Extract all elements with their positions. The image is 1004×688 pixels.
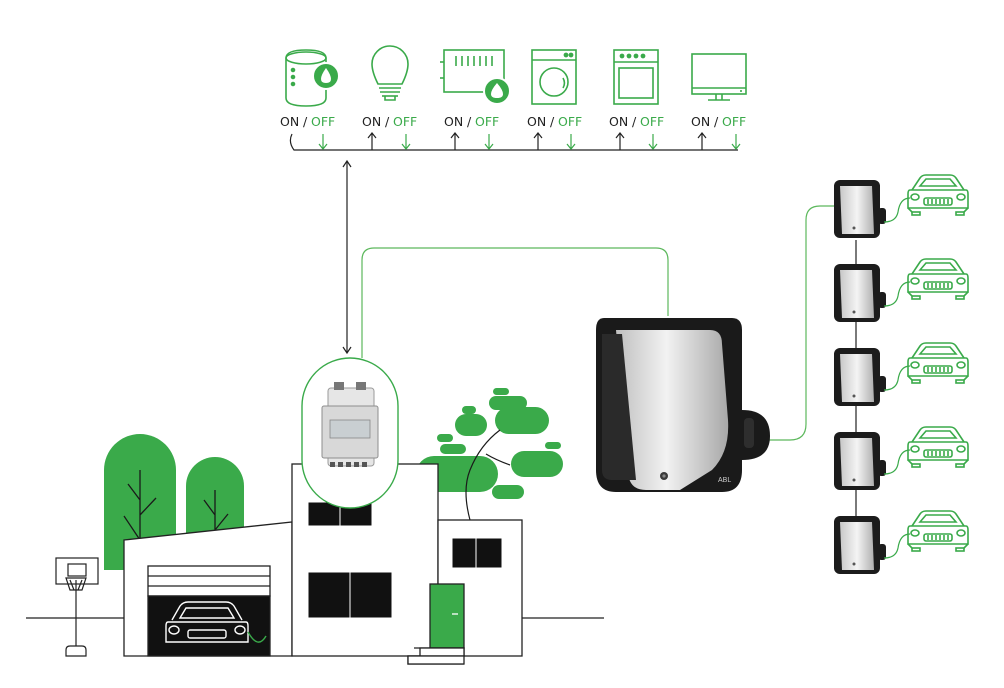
label-sep-1: / <box>303 114 308 129</box>
washing-machine-icon <box>531 49 577 105</box>
label-on-2: ON <box>362 114 381 129</box>
ev-car-icon-2 <box>907 258 969 300</box>
label-off-6: OFF <box>722 114 746 129</box>
label-sep-6: / <box>714 114 719 129</box>
mini-wallbox-5 <box>834 516 886 574</box>
tree-right <box>416 388 563 521</box>
on-off-labels: ON / OFF ON / OFF ON / OFF ON / OFF ON /… <box>280 114 746 129</box>
ev-car-icon-1 <box>907 174 969 216</box>
label-sep-2: / <box>385 114 390 129</box>
label-on-3: ON <box>444 114 463 129</box>
ev-car-icon-4 <box>907 426 969 468</box>
label-off-3: OFF <box>475 114 499 129</box>
label-sep-3: / <box>467 114 472 129</box>
oven-icon <box>613 49 659 105</box>
charger-array <box>834 174 969 574</box>
wallbox-charger: ABL <box>596 318 770 492</box>
label-on-6: ON <box>691 114 710 129</box>
ev-car-icon-3 <box>907 342 969 384</box>
control-bus <box>289 132 741 355</box>
monitor-icon <box>691 53 747 101</box>
heater-icon <box>440 49 511 105</box>
mini-wallbox-3 <box>834 348 886 406</box>
light-bulb-icon <box>371 45 409 101</box>
din-rail-meter-icon <box>321 382 379 467</box>
water-heater-icon <box>285 49 340 107</box>
mini-wallbox-2 <box>834 264 886 322</box>
mini-wallbox-1 <box>834 180 886 238</box>
garage-car <box>165 601 267 643</box>
basketball-hoop <box>55 557 99 657</box>
label-off-2: OFF <box>393 114 417 129</box>
ev-car-icon-5 <box>907 510 969 552</box>
wallbox-brand-label: ABL <box>718 477 731 484</box>
label-sep-5: / <box>632 114 637 129</box>
connection-lines <box>361 205 834 441</box>
label-on-1: ON <box>280 114 299 129</box>
label-on-4: ON <box>527 114 546 129</box>
label-off-4: OFF <box>558 114 582 129</box>
mini-wallbox-4 <box>834 432 886 490</box>
label-off-1: OFF <box>311 114 335 129</box>
appliance-icons <box>285 45 747 107</box>
label-on-5: ON <box>609 114 628 129</box>
label-sep-4: / <box>550 114 555 129</box>
label-off-5: OFF <box>640 114 664 129</box>
energy-controller <box>301 357 399 509</box>
